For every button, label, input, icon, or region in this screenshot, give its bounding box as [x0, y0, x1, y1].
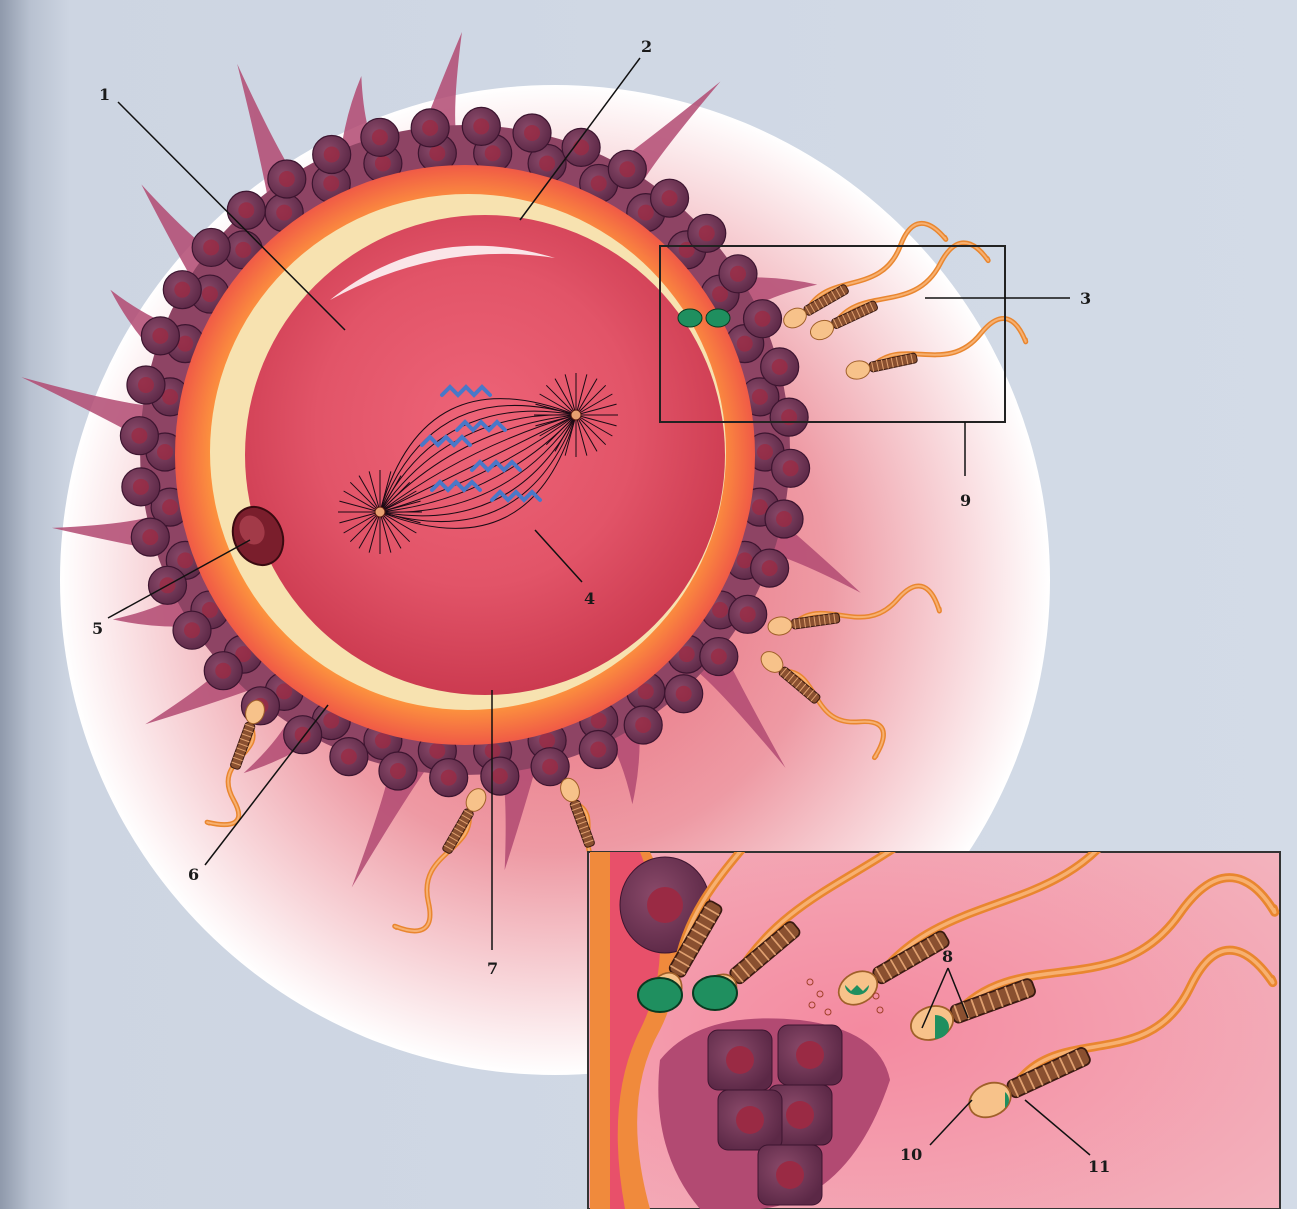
follicle-cell-nucleus	[174, 282, 190, 298]
follicle-cell-nucleus	[276, 205, 292, 221]
follicle-cell-nucleus	[635, 717, 651, 733]
label-2: 2	[641, 37, 652, 56]
follicle-cell-nucleus	[177, 552, 193, 568]
label-5: 5	[92, 619, 103, 638]
follicle-cell-nucleus	[323, 175, 339, 191]
label-3: 3	[1080, 289, 1091, 308]
follicle-cell-nucleus	[711, 649, 727, 665]
follicle-cell-nucleus	[203, 239, 219, 255]
follicle-cell-nucleus	[279, 171, 295, 187]
follicle-cell-nucleus	[730, 266, 746, 282]
inset-cell-nucleus	[647, 887, 683, 923]
ooplasm	[245, 215, 725, 695]
follicle-cell-nucleus	[138, 377, 154, 393]
follicle-cell-nucleus	[429, 743, 445, 759]
label-4: 4	[584, 589, 595, 608]
label-11: 11	[1088, 1157, 1110, 1176]
follicle-cell-nucleus	[157, 444, 173, 460]
follicle-cell-nucleus	[752, 389, 768, 405]
follicle-cell-nucleus	[202, 286, 218, 302]
centrosome	[571, 410, 581, 420]
follicle-cell-nucleus	[441, 770, 457, 786]
follicle-cell-nucleus	[619, 161, 635, 177]
fused-sperm-head	[678, 309, 702, 327]
follicle-cell-nucleus	[492, 768, 508, 784]
follicle-cell-nucleus	[699, 225, 715, 241]
follicle-cell-nucleus	[215, 663, 231, 679]
follicle-cell-nucleus	[152, 328, 168, 344]
inset-cell-nucleus	[796, 1041, 824, 1069]
follicle-cell-nucleus	[375, 155, 391, 171]
follicle-cell-nucleus	[341, 749, 357, 765]
inset-cell-nucleus	[786, 1101, 814, 1129]
follicle-cell-nucleus	[755, 311, 771, 327]
centrosome	[375, 507, 385, 517]
follicle-cell-nucleus	[591, 175, 607, 191]
follicle-cell-nucleus	[429, 145, 445, 161]
follicle-cell-nucleus	[162, 499, 178, 515]
follicle-cell-nucleus	[184, 622, 200, 638]
follicle-cell-nucleus	[676, 686, 692, 702]
follicle-cell-nucleus	[776, 511, 792, 527]
follicle-cell-nucleus	[783, 460, 799, 476]
follicle-cell-nucleus	[679, 646, 695, 662]
follicle-cell-nucleus	[740, 606, 756, 622]
label-6: 6	[188, 865, 199, 884]
follicle-cell-nucleus	[762, 560, 778, 576]
follicle-cell-nucleus	[638, 205, 654, 221]
label-1: 1	[99, 85, 110, 104]
fused-sperm-head	[706, 309, 730, 327]
follicle-cell-nucleus	[485, 145, 501, 161]
follicle-cell-nucleus	[422, 120, 438, 136]
follicle-cell-nucleus	[772, 359, 788, 375]
follicle-cell-nucleus	[372, 129, 388, 145]
follicle-cell-nucleus	[737, 336, 753, 352]
follicle-cell-nucleus	[295, 727, 311, 743]
inset-fused-sperm-head	[638, 978, 682, 1012]
follicle-cell-nucleus	[712, 602, 728, 618]
follicle-cell-nucleus	[539, 733, 555, 749]
follicle-cell-nucleus	[133, 479, 149, 495]
inset-cell-nucleus	[726, 1046, 754, 1074]
follicle-cell-nucleus	[142, 529, 158, 545]
label-10: 10	[900, 1145, 922, 1164]
follicle-cell-nucleus	[131, 428, 147, 444]
follicle-cell-nucleus	[390, 763, 406, 779]
follicle-cell-nucleus	[324, 146, 340, 162]
label-9: 9	[960, 491, 971, 510]
follicle-cell-nucleus	[757, 444, 773, 460]
inset-cell-nucleus	[736, 1106, 764, 1134]
follicle-cell-nucleus	[539, 155, 555, 171]
follicle-cell-nucleus	[375, 733, 391, 749]
follicle-cell-nucleus	[473, 118, 489, 134]
inset-cell-nucleus	[776, 1161, 804, 1189]
follicle-cell-nucleus	[542, 759, 558, 775]
follicle-cell-nucleus	[573, 139, 589, 155]
follicle-cell-nucleus	[238, 202, 254, 218]
follicle-cell-nucleus	[590, 742, 606, 758]
follicle-cell-nucleus	[662, 190, 678, 206]
label-7: 7	[487, 959, 498, 978]
follicle-cell-nucleus	[524, 125, 540, 141]
follicle-cell-nucleus	[235, 242, 251, 258]
inset-fused-sperm-head	[693, 976, 737, 1010]
label-8: 8	[942, 947, 953, 966]
